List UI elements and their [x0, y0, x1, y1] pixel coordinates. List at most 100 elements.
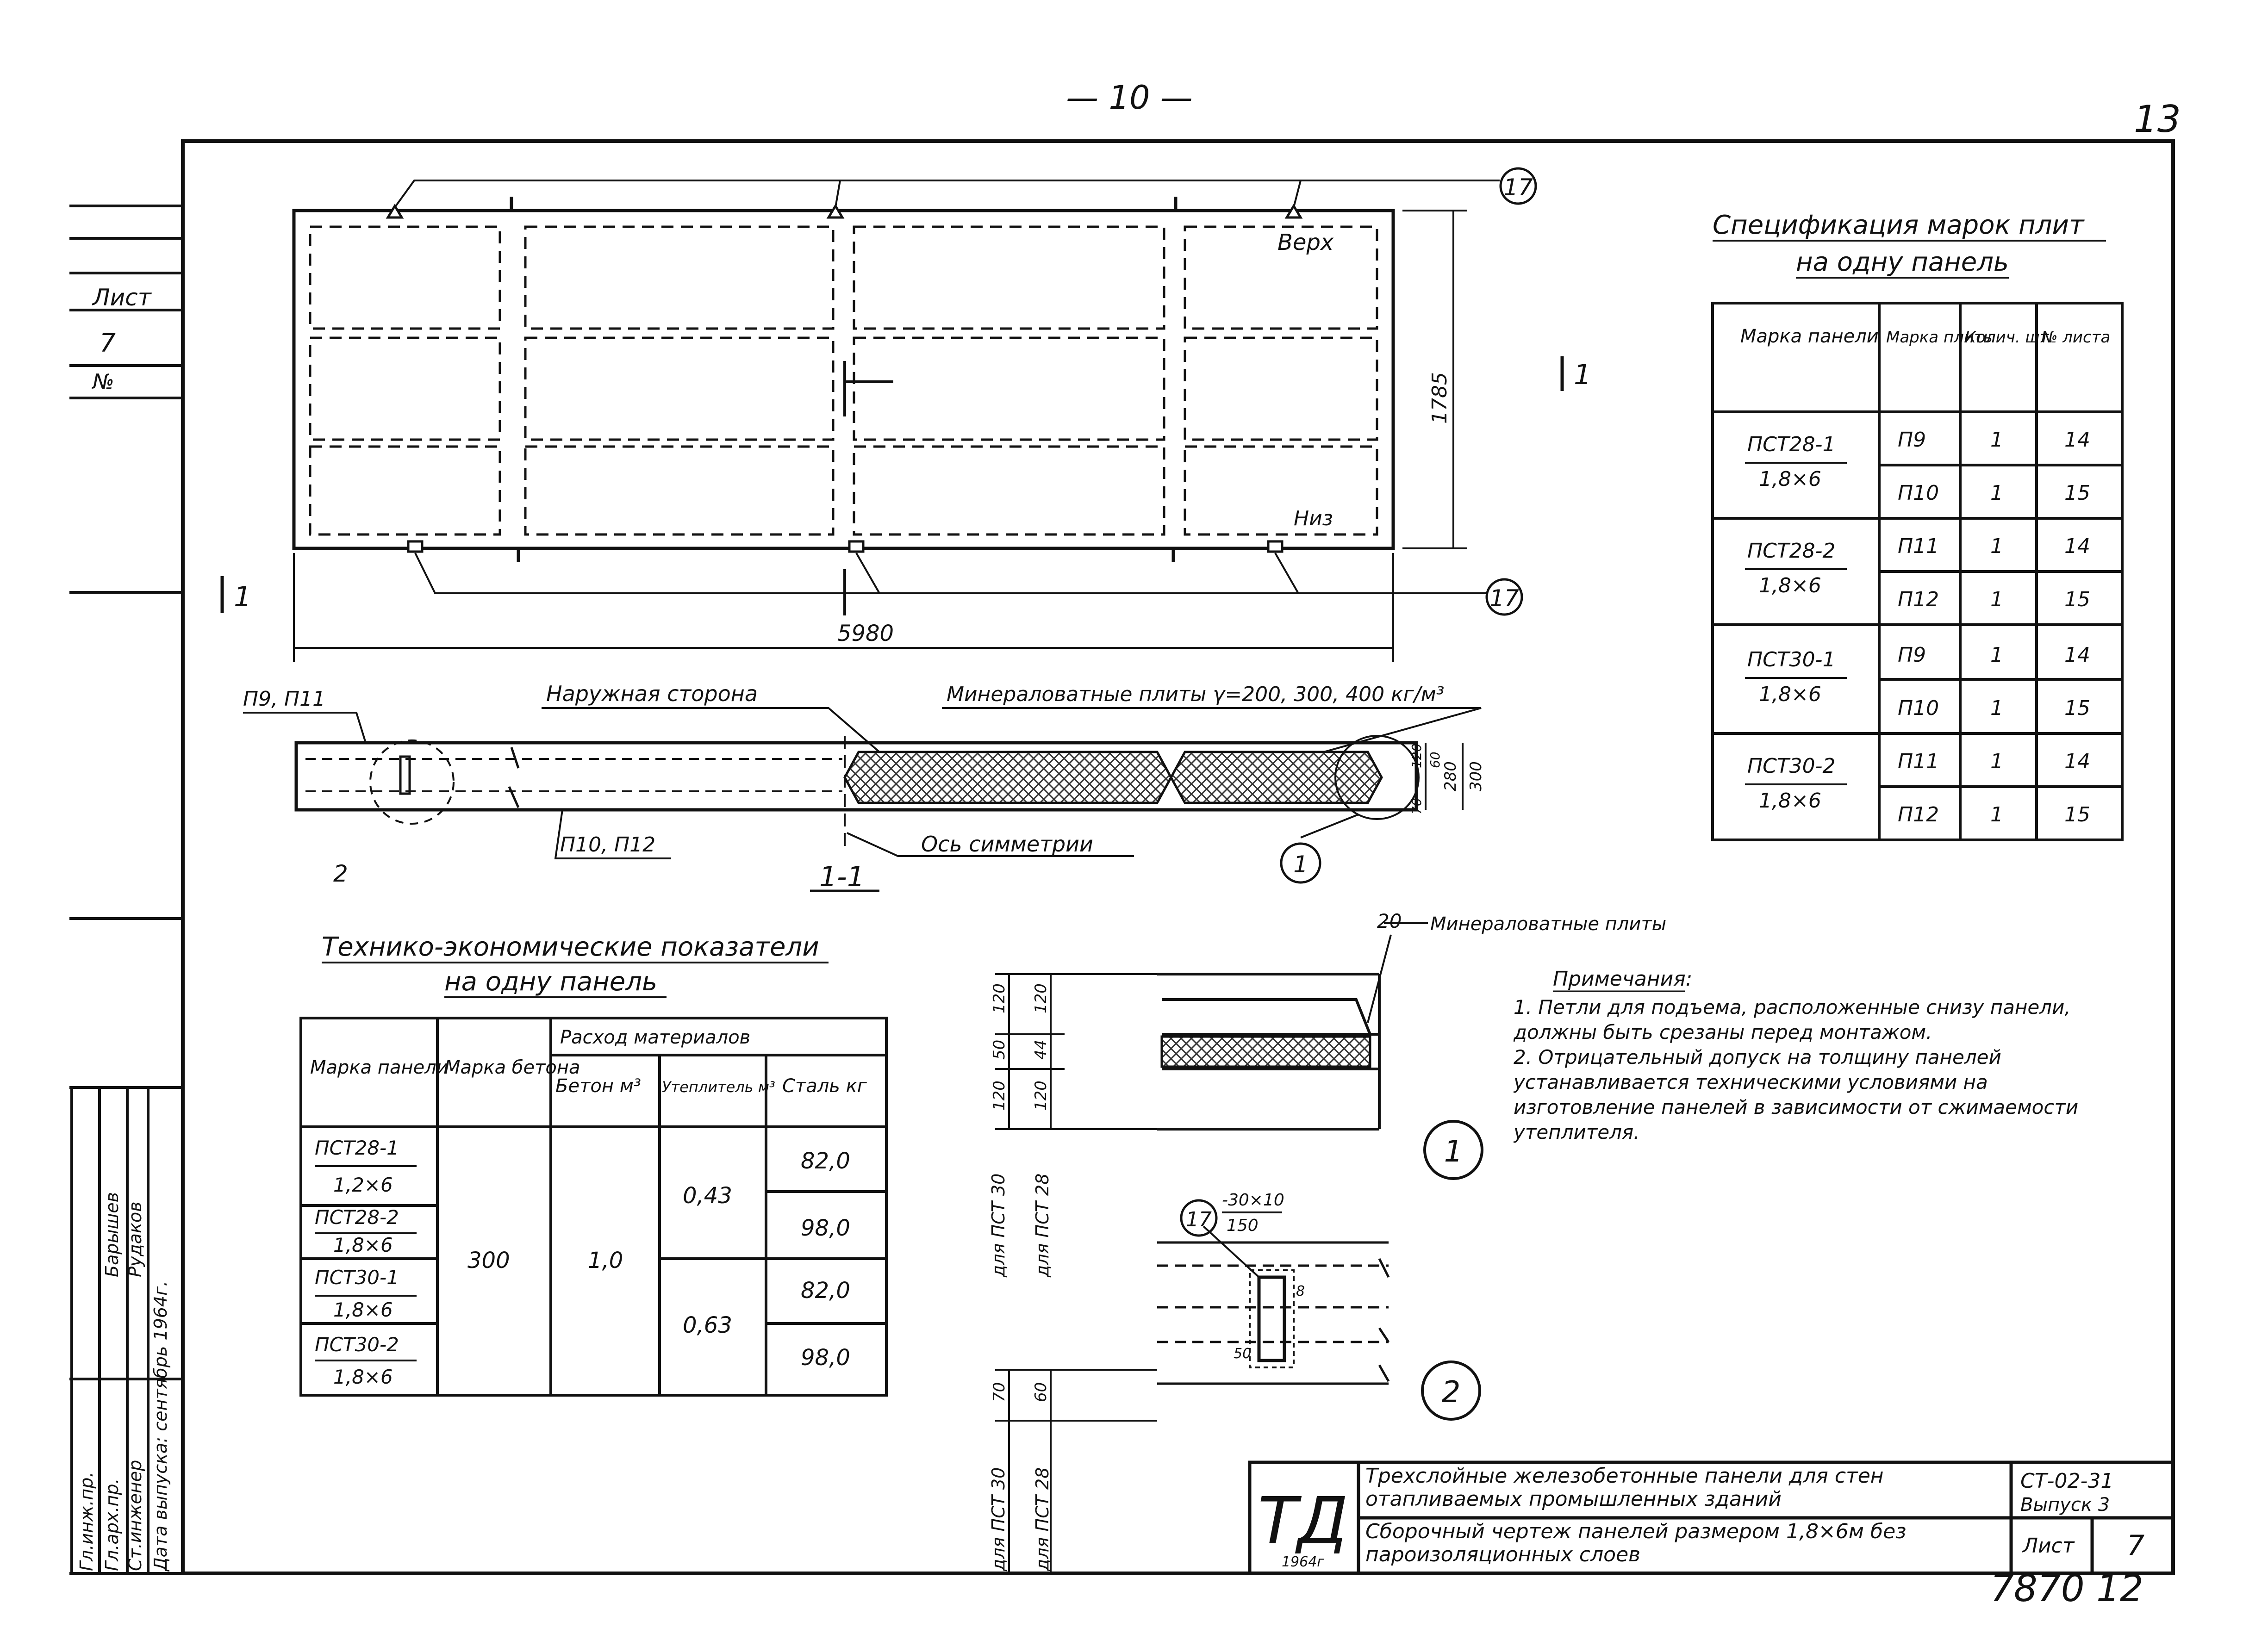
- slab-grid: [309, 225, 1378, 536]
- detail1-dim-20: 20: [1377, 910, 1402, 932]
- spec-panel-1: ПСТ28-1: [1747, 433, 1836, 456]
- notes: Примечания: 1. Петли для подъема, распол…: [1514, 967, 2079, 1143]
- spec-cell: 14: [2064, 428, 2090, 452]
- title-sheet-number: 7: [2127, 1529, 2144, 1562]
- spec-header-plate: Марка плиты: [1886, 328, 1996, 347]
- sheet-frame: [181, 139, 2175, 1575]
- dim-width: 5980: [837, 621, 894, 646]
- tech-header-concrete-m3: Бетон м³: [555, 1075, 641, 1097]
- dim-120: 120: [1409, 744, 1424, 768]
- tech-panel-3: ПСТ30-1: [315, 1266, 399, 1289]
- spec-cell: 1: [1990, 534, 2003, 558]
- panel-outline: [292, 209, 1395, 550]
- tech-concrete-grade: 300: [467, 1248, 510, 1273]
- detail1-label-mineral: Минераловатные плиты: [1430, 913, 1666, 935]
- label-symmetry-axis: Ось симметрии: [921, 832, 1093, 857]
- tech-table: Технико-экономические показатели на одну…: [299, 932, 888, 1397]
- title-year: 1964г: [1282, 1554, 1324, 1570]
- detail2-callout-17: 17: [1186, 1208, 1212, 1231]
- spec-header-qty: Колич. шт.: [1965, 328, 2054, 347]
- detail-2: 17 -30×10 150 8 50 70 60 для ПСТ 30 для …: [988, 1191, 1481, 1573]
- label-p9-p11: П9, П11: [243, 687, 325, 711]
- title-logo: ТД: [1258, 1484, 1348, 1559]
- spec-cell: 1: [1990, 696, 2003, 720]
- detail-1: 20 Минераловатные плиты 120 50 120 120 4…: [988, 910, 1666, 1278]
- tech-header-insulation: Утеплитель м³: [662, 1078, 775, 1096]
- detail1-dim-inner-120: 120: [1032, 983, 1050, 1013]
- panel-elevation: 17 17 Верх Низ 5980 1785 1: [220, 167, 1591, 662]
- spec-cell: П10: [1898, 481, 1939, 505]
- notes-title: Примечания:: [1553, 967, 1693, 991]
- tech-panel-4: ПСТ30-2: [315, 1333, 399, 1356]
- detail2-label-pst28: для ПСТ 28: [1032, 1467, 1053, 1572]
- spec-title-1: Спецификация марок плит: [1713, 210, 2085, 240]
- label-mineral-plates: Минераловатные плиты γ=200, 300, 400 кг/…: [947, 683, 1444, 706]
- title-block: ТД 1964г Трехслойные железобетонные пане…: [1248, 1460, 2175, 1575]
- section-mark-left: 1: [234, 581, 251, 613]
- label-bottom: Низ: [1294, 507, 1333, 530]
- spec-cell: П10: [1898, 696, 1939, 720]
- dim-60: 60: [1427, 752, 1443, 768]
- detail2-dim-50: 50: [1234, 1346, 1251, 1362]
- lift-loops: [386, 204, 1303, 553]
- spec-cell: 14: [2064, 643, 2090, 667]
- sheet-corner-number: 13: [2134, 98, 2181, 141]
- spec-size-3: 1,8×6: [1759, 683, 1821, 706]
- stamp-label-no: №: [92, 369, 114, 394]
- spec-panel-3: ПСТ30-1: [1747, 648, 1836, 671]
- tech-header-concrete: Марка бетона: [444, 1057, 580, 1078]
- left-stamp: [69, 205, 183, 1575]
- title-bottom: Сборочный чертеж панелей размером 1,8×6м…: [1365, 1520, 1907, 1566]
- note-2: 2. Отрицательный допуск на толщину панел…: [1514, 1046, 2079, 1143]
- detail1-label-pst30: для ПСТ 30: [988, 1174, 1009, 1278]
- tech-steel-3: 82,0: [801, 1278, 850, 1304]
- tech-header-consumption: Расход материалов: [560, 1027, 750, 1048]
- tech-insulation-2: 0,63: [683, 1312, 732, 1338]
- title-sheet-label: Лист: [2022, 1534, 2075, 1558]
- tech-steel-4: 98,0: [801, 1345, 850, 1371]
- label-outer-side: Наружная сторона: [546, 681, 758, 706]
- callout-detail-2: 2: [333, 860, 348, 887]
- label-top: Верх: [1277, 230, 1334, 255]
- dim-height: 1785: [1428, 372, 1452, 424]
- tech-size-4: 1,8×6: [333, 1366, 393, 1388]
- section-1-1: П9, П11 Наружная сторона Минераловатные …: [243, 681, 1485, 893]
- stamp-name-2: Барышев: [102, 1192, 122, 1277]
- tech-steel-1: 82,0: [801, 1148, 850, 1174]
- spec-cell: П11: [1898, 750, 1939, 773]
- detail1-dim-inner-44: 44: [1032, 1040, 1050, 1060]
- tech-panel-2: ПСТ28-2: [315, 1206, 399, 1229]
- spec-panel-2: ПСТ28-2: [1747, 539, 1836, 563]
- spec-header-sheet: № листа: [2040, 328, 2110, 347]
- spec-table: Спецификация марок плит на одну панель М…: [1711, 210, 2124, 841]
- spec-cell: 1: [1990, 481, 2003, 505]
- detail2-callout: 2: [1442, 1375, 1461, 1410]
- callout-17-bottom: 17: [1489, 585, 1519, 612]
- tech-title-2: на одну панель: [444, 967, 657, 997]
- spec-cell: 14: [2064, 750, 2090, 773]
- title-code: СТ-02-31: [2020, 1469, 2113, 1493]
- spec-cell: 1: [1990, 643, 2003, 667]
- dim-70: 70: [1409, 798, 1424, 814]
- stamp-role-1: Гл.инж.пр.: [76, 1472, 97, 1571]
- stamp-name-1: Рудаков: [125, 1201, 145, 1277]
- callout-17-top: 17: [1503, 174, 1533, 201]
- title-issue: Выпуск 3: [2020, 1494, 2110, 1516]
- detail1-callout: 1: [1444, 1135, 1463, 1169]
- detail2-dim-70: 70: [990, 1382, 1009, 1402]
- detail1-dim-outer-120: 120: [990, 983, 1009, 1013]
- detail2-bar-top: -30×10: [1222, 1191, 1284, 1210]
- callout-detail-1: 1: [1293, 851, 1308, 878]
- spec-cell: 15: [2064, 588, 2090, 611]
- spec-cell: 1: [1990, 803, 2003, 826]
- spec-cell: 15: [2064, 481, 2090, 505]
- page-number: — 10 —: [1066, 79, 1193, 117]
- spec-cell: П12: [1898, 588, 1939, 611]
- spec-cell: 14: [2064, 534, 2090, 558]
- spec-cell: 1: [1990, 750, 2003, 773]
- title-top: Трехслойные железобетонные панели для ст…: [1365, 1465, 1884, 1511]
- spec-header-panel: Марка панели: [1740, 326, 1879, 347]
- detail1-label-pst28: для ПСТ 28: [1032, 1174, 1053, 1278]
- tech-steel-2: 98,0: [801, 1215, 850, 1241]
